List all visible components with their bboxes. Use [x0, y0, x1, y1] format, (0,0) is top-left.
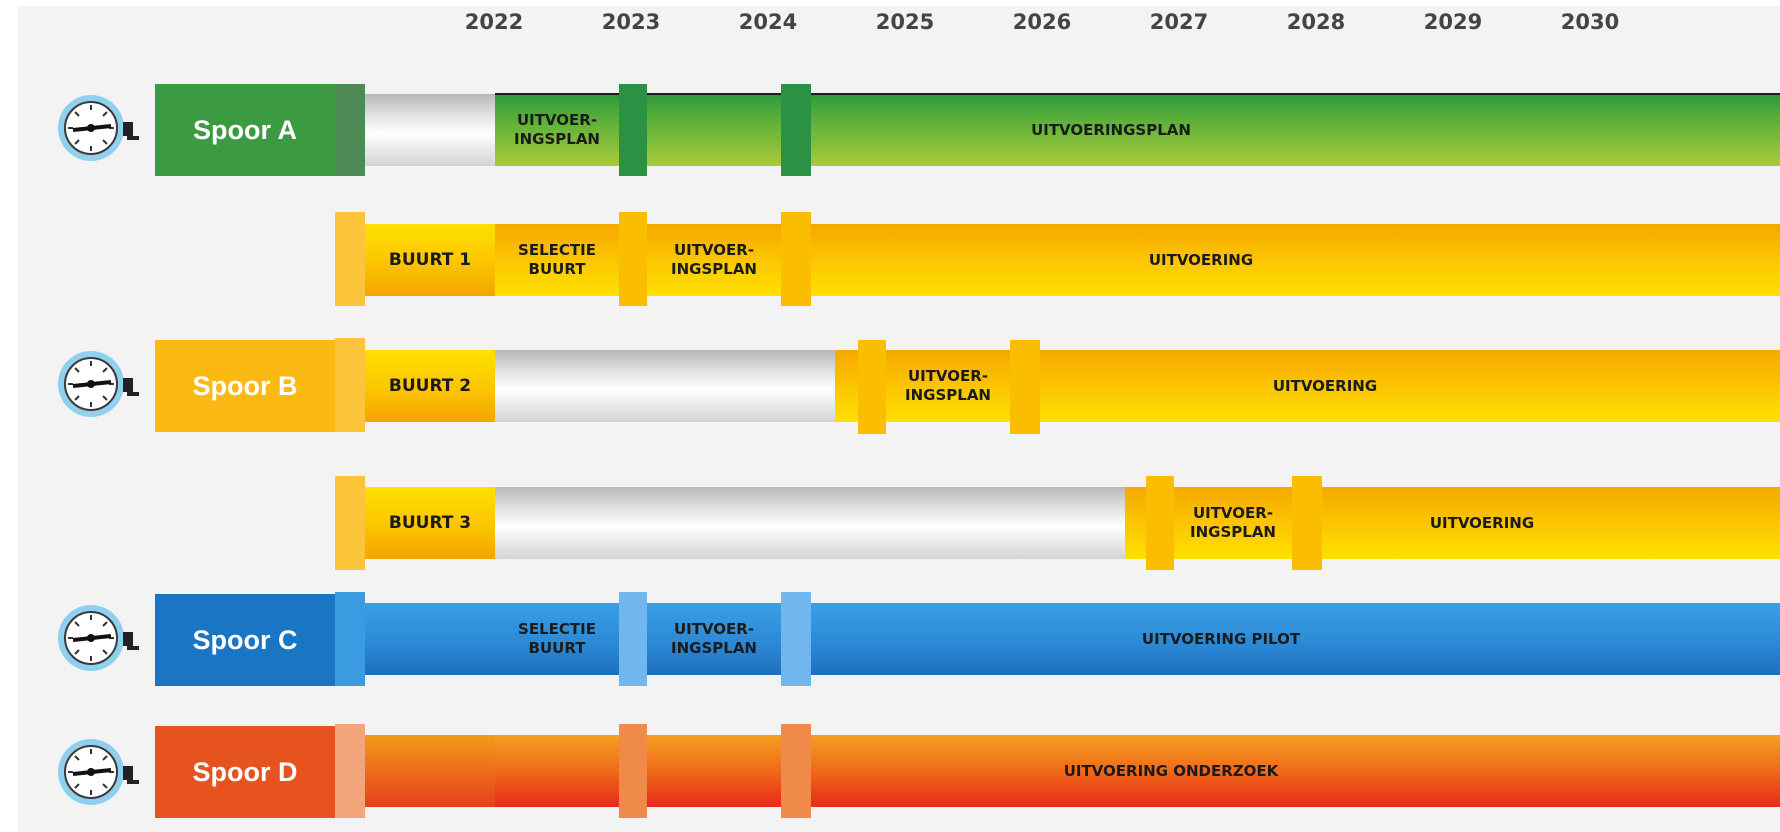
buurt-3-label: BUURT 3	[388, 512, 472, 533]
year-2023: 2023	[601, 10, 661, 34]
spoor-a-connector	[335, 84, 365, 176]
year-2029: 2029	[1423, 10, 1483, 34]
spoor-d-label: Spoor D	[155, 726, 335, 818]
spoor-c-phase-2: UITVOER- INGSPLAN	[671, 620, 757, 657]
buurt-3-phase-1: UITVOER- INGSPLAN	[1190, 504, 1276, 541]
year-2030: 2030	[1560, 10, 1620, 34]
spoor-a-label: Spoor A	[155, 84, 335, 176]
spoor-a-bar	[495, 94, 1780, 166]
buurt-3-joint-1	[1146, 476, 1174, 570]
spoor-c-joint-2024	[781, 592, 811, 686]
spoor-c-bar	[365, 603, 1780, 675]
year-2022: 2022	[464, 10, 524, 34]
spoor-a-phase-1: UITVOER- INGSPLAN	[514, 111, 600, 148]
buurt-1-phase-1: SELECTIE BUURT	[518, 241, 596, 278]
spoor-c-phase-1: SELECTIE BUURT	[518, 620, 596, 657]
spoor-c-joint-2023	[619, 592, 647, 686]
buurt-2-idle-segment	[495, 350, 835, 422]
spoor-a-idle-segment	[365, 94, 495, 166]
spoor-d-bar	[495, 735, 1780, 807]
buurt-3-phase-2: UITVOERING	[1429, 513, 1535, 532]
buurt-3-bar	[1125, 487, 1780, 559]
spoor-a-phase-2: UITVOERINGSPLAN	[1031, 120, 1191, 139]
spoor-c-connector	[335, 592, 365, 686]
buurt-2-phase-2: UITVOERING	[1272, 376, 1378, 395]
buurt-1-joint-2023	[619, 212, 647, 306]
spoor-d-joint-2024	[781, 724, 811, 818]
buurt-1-label: BUURT 1	[388, 249, 472, 270]
stopwatch-gauge-icon	[56, 349, 139, 419]
buurt-2-phase-1: UITVOER- INGSPLAN	[905, 367, 991, 404]
buurt-1-connector	[335, 212, 365, 306]
stopwatch-gauge-icon	[56, 737, 139, 807]
buurt-2-label: BUURT 2	[388, 375, 472, 396]
spoor-d-connector	[335, 724, 365, 818]
year-2026: 2026	[1012, 10, 1072, 34]
spoor-d-joint-2023	[619, 724, 647, 818]
spoor-a-top-line	[495, 93, 1780, 95]
stopwatch-gauge-icon	[56, 93, 139, 163]
year-2024: 2024	[738, 10, 798, 34]
spoor-c-phase-3: UITVOERING PILOT	[1141, 629, 1301, 648]
buurt-2-joint-1	[858, 340, 886, 434]
buurt-2-joint-2	[1010, 340, 1040, 434]
buurt-1-bar	[495, 224, 1780, 296]
buurt-3-joint-2	[1292, 476, 1322, 570]
buurt-2-bar	[835, 350, 1780, 422]
buurt-3-start	[365, 487, 495, 559]
buurt-1-joint-2024	[781, 212, 811, 306]
buurt-3-connector	[335, 476, 365, 570]
year-2027: 2027	[1149, 10, 1209, 34]
spoor-c-label: Spoor C	[155, 594, 335, 686]
spoor-a-joint-2023	[619, 84, 647, 176]
stopwatch-gauge-icon	[56, 603, 139, 673]
year-2028: 2028	[1286, 10, 1346, 34]
spoor-d-phase-1: UITVOERING ONDERZOEK	[1063, 761, 1279, 780]
buurt-2-connector	[335, 338, 365, 432]
buurt-1-phase-3: UITVOERING	[1148, 250, 1254, 269]
spoor-b-label: Spoor B	[155, 340, 335, 432]
buurt-1-start	[365, 224, 495, 296]
spoor-d-start	[365, 735, 495, 807]
year-2025: 2025	[875, 10, 935, 34]
buurt-2-start	[365, 350, 495, 422]
spoor-a-joint-2024	[781, 84, 811, 176]
buurt-3-idle-segment	[495, 487, 1125, 559]
buurt-1-phase-2: UITVOER- INGSPLAN	[671, 241, 757, 278]
